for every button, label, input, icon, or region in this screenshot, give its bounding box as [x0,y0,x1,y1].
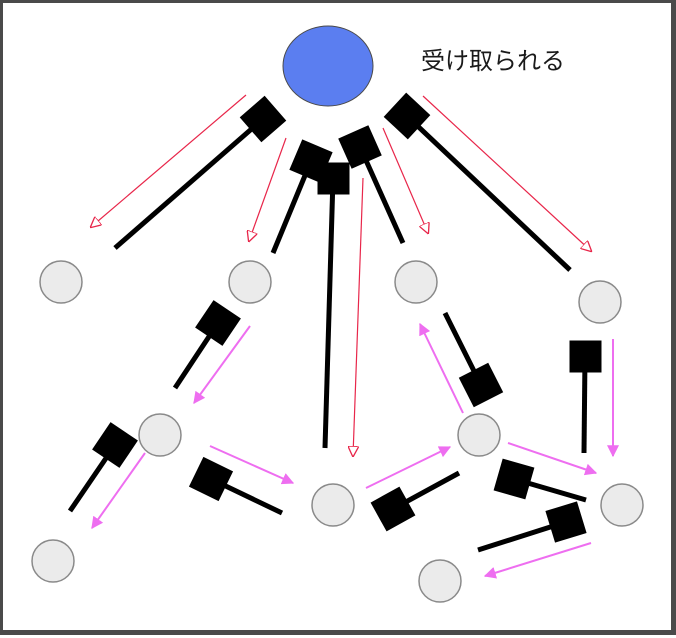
pink-arrow-n5-to-n6 [209,445,295,485]
black-bar-n10-n8 [477,501,587,553]
node-1 [39,260,83,304]
black-bar-n6-n5 [188,456,284,516]
black-bar-n2-root [270,139,333,254]
black-bar-n9-n5 [67,422,138,513]
pink-arrow-n8-to-n10 [483,542,592,579]
red-arrow-root-to-n6 [353,177,364,456]
red-arrow-root-to-n2 [249,137,287,241]
black-bar-n3-root [338,125,406,245]
node-5 [138,413,182,457]
node-2 [228,260,272,304]
pink-arrow-n7-to-n8 [507,442,598,476]
pink-arrow-n6-to-n7 [365,446,452,489]
received-caption: 受け取られる [421,47,565,75]
node-8 [600,483,644,527]
black-bar-n8-n4 [569,340,602,454]
pink-arrow-n2-to-n5 [193,325,251,404]
node-6 [311,483,355,527]
node-3 [394,260,438,304]
node-4 [578,280,622,324]
black-bar-n7-n3 [442,311,504,408]
black-bar-n7-n8 [493,458,587,503]
node-10 [418,559,462,603]
black-bar-n4-root [383,92,572,272]
black-bar-n1-root [113,95,287,250]
red-arrow-root-to-n1 [91,94,247,227]
propagation-diagram: 受け取られる [31,25,644,603]
pink-arrow-n7-to-n3 [419,322,464,414]
black-bar-n6-n7 [370,470,461,532]
black-bar-n5-n2 [172,300,241,390]
pink-arrow-n5-to-n9 [91,452,146,529]
node-7 [457,413,501,457]
black-bar-n6-root [317,162,350,449]
red-arrow-root-to-n4 [422,95,591,251]
node-9 [31,539,75,583]
root-node [282,25,374,107]
red-arrow-root-to-n3 [382,127,428,233]
